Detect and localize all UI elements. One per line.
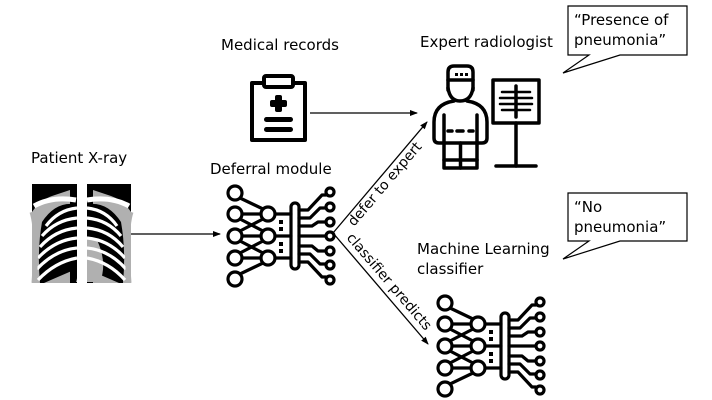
classifier-label-line1: Machine Learning — [417, 240, 550, 258]
arrow-classifier-predicts — [332, 232, 429, 345]
bubble-expert-line2: pneumonia” — [574, 31, 666, 49]
chest-xray-icon — [29, 184, 134, 284]
bubble-expert-line1: “Presence of — [574, 11, 669, 29]
classifier-label-line2: classifier — [417, 260, 484, 278]
speech-bubble-classifier: “No pneumonia” — [562, 192, 688, 260]
arrow-defer-to-expert — [332, 121, 428, 234]
classifier-network-icon — [436, 294, 546, 398]
deferral-network-icon — [226, 184, 336, 288]
records-label: Medical records — [221, 36, 339, 54]
bubble-classifier-line1: “No — [574, 198, 602, 216]
xray-label: Patient X-ray — [31, 149, 127, 167]
speech-bubble-expert: “Presence of pneumonia” — [562, 5, 688, 74]
deferral-label: Deferral module — [210, 160, 332, 178]
edge-label-defer: defer to expert — [345, 139, 426, 230]
clipboard-medical-icon — [250, 74, 307, 142]
expert-label: Expert radiologist — [420, 33, 553, 51]
bubble-classifier-line2: pneumonia” — [574, 218, 666, 236]
radiologist-icon — [432, 64, 541, 170]
